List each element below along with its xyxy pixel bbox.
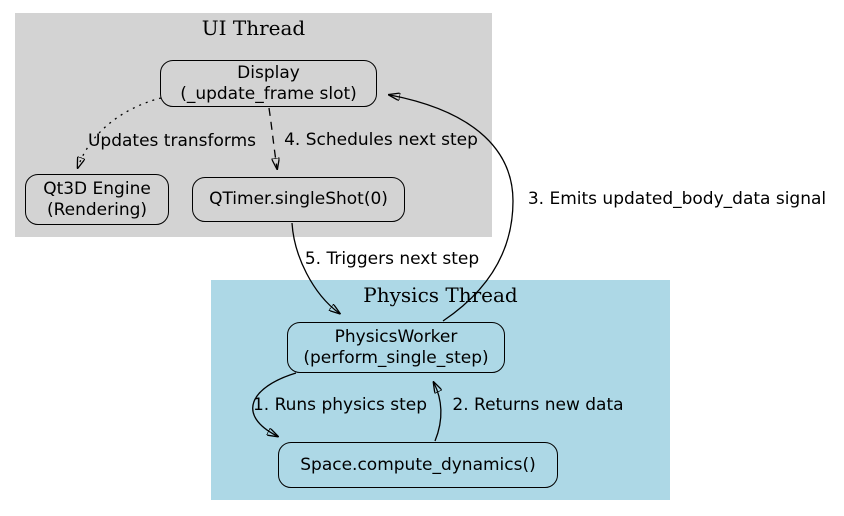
node-qt3d-engine-line2: (Rendering) [46,199,148,220]
edge-label-emits-signal: 3. Emits updated_body_data signal [527,189,827,209]
edge-label-schedules-next-step: 4. Schedules next step [284,130,478,150]
edge-label-triggers-next-step: 5. Triggers next step [304,249,480,269]
node-space-compute-dynamics: Space.compute_dynamics() [278,442,558,488]
node-display-line2: (_update_frame slot) [180,83,357,104]
node-display: Display (_update_frame slot) [160,60,377,107]
node-physics-worker-line2: (perform_single_step) [303,347,489,368]
node-qt3d-engine-line1: Qt3D Engine [43,178,151,199]
node-qtimer-singleshot: QTimer.singleShot(0) [192,177,405,222]
cluster-physics-thread-title: Physics Thread [363,283,518,307]
cluster-ui-thread-title: UI Thread [201,16,306,40]
node-qtimer-singleshot-label: QTimer.singleShot(0) [209,189,388,209]
edge-label-runs-physics-step: 1. Runs physics step [252,395,428,415]
node-physics-worker: PhysicsWorker (perform_single_step) [287,322,505,373]
edge-label-updates-transforms: Updates transforms [87,131,257,151]
node-space-compute-dynamics-label: Space.compute_dynamics() [300,454,536,475]
node-qt3d-engine: Qt3D Engine (Rendering) [25,174,169,225]
edge-label-returns-new-data: 2. Returns new data [452,395,624,415]
node-display-line1: Display [237,62,300,83]
node-physics-worker-line1: PhysicsWorker [334,326,458,347]
